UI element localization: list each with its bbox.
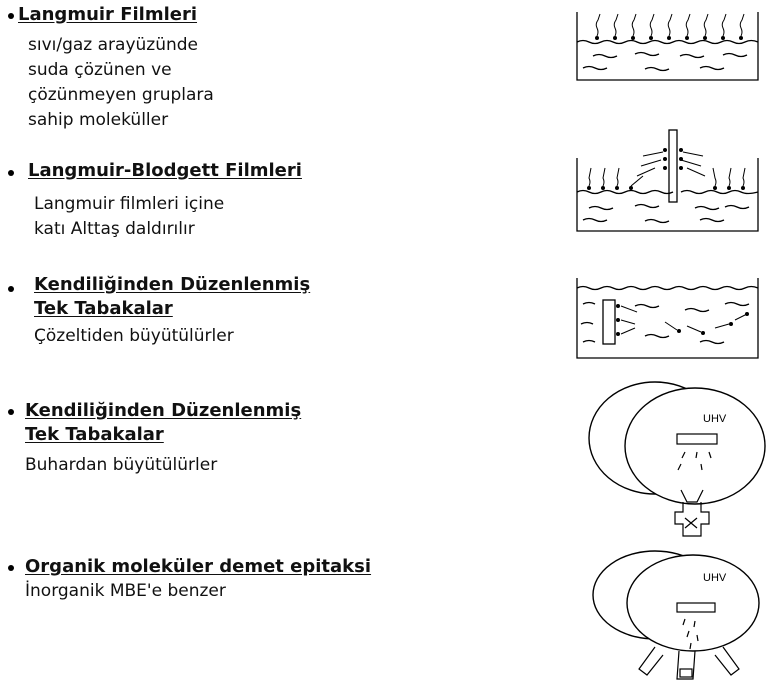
item-description-line: Çözeltiden büyütülürler <box>34 326 234 346</box>
item-description-line: Buhardan büyütülürler <box>25 455 218 475</box>
solution-self-assembly-diagram <box>576 278 759 359</box>
langmuir-trough-diagram <box>576 12 759 81</box>
uhv-label: UHV <box>703 413 727 425</box>
uhv-label: UHV <box>703 572 727 584</box>
item-description-line: sıvı/gaz arayüzünde <box>28 35 199 55</box>
item-description-line: suda çözünen ve <box>28 60 172 80</box>
item-title: Langmuir Filmleri <box>18 4 198 25</box>
item-description-line: katı Alttaş daldırılır <box>34 219 195 239</box>
item-description-line: sahip moleküller <box>28 110 169 130</box>
bullet-icon <box>8 286 14 292</box>
item-title: Kendiliğinden Düzenlenmiş <box>25 400 302 421</box>
bullet-icon <box>8 565 14 571</box>
item-title: Langmuir-Blodgett Filmleri <box>28 160 302 181</box>
langmuir-blodgett-dipping-diagram <box>576 129 759 232</box>
ombe-chamber-diagram: UHV <box>592 550 760 680</box>
item-title: Kendiliğinden Düzenlenmiş <box>34 274 311 295</box>
item-description-line: çözünmeyen gruplara <box>28 85 214 105</box>
bullet-icon <box>8 409 14 415</box>
item-description-line: Langmuir filmleri içine <box>34 194 225 214</box>
bullet-icon <box>8 13 14 19</box>
bullet-icon <box>8 170 14 176</box>
item-title: Organik moleküler demet epitaksi <box>25 556 372 577</box>
item-title-line-2: Tek Tabakalar <box>25 424 164 445</box>
item-description-line: İnorganik MBE'e benzer <box>25 581 226 601</box>
item-title-line-2: Tek Tabakalar <box>34 298 173 319</box>
vapor-deposition-chamber-diagram: UHV <box>588 381 766 537</box>
